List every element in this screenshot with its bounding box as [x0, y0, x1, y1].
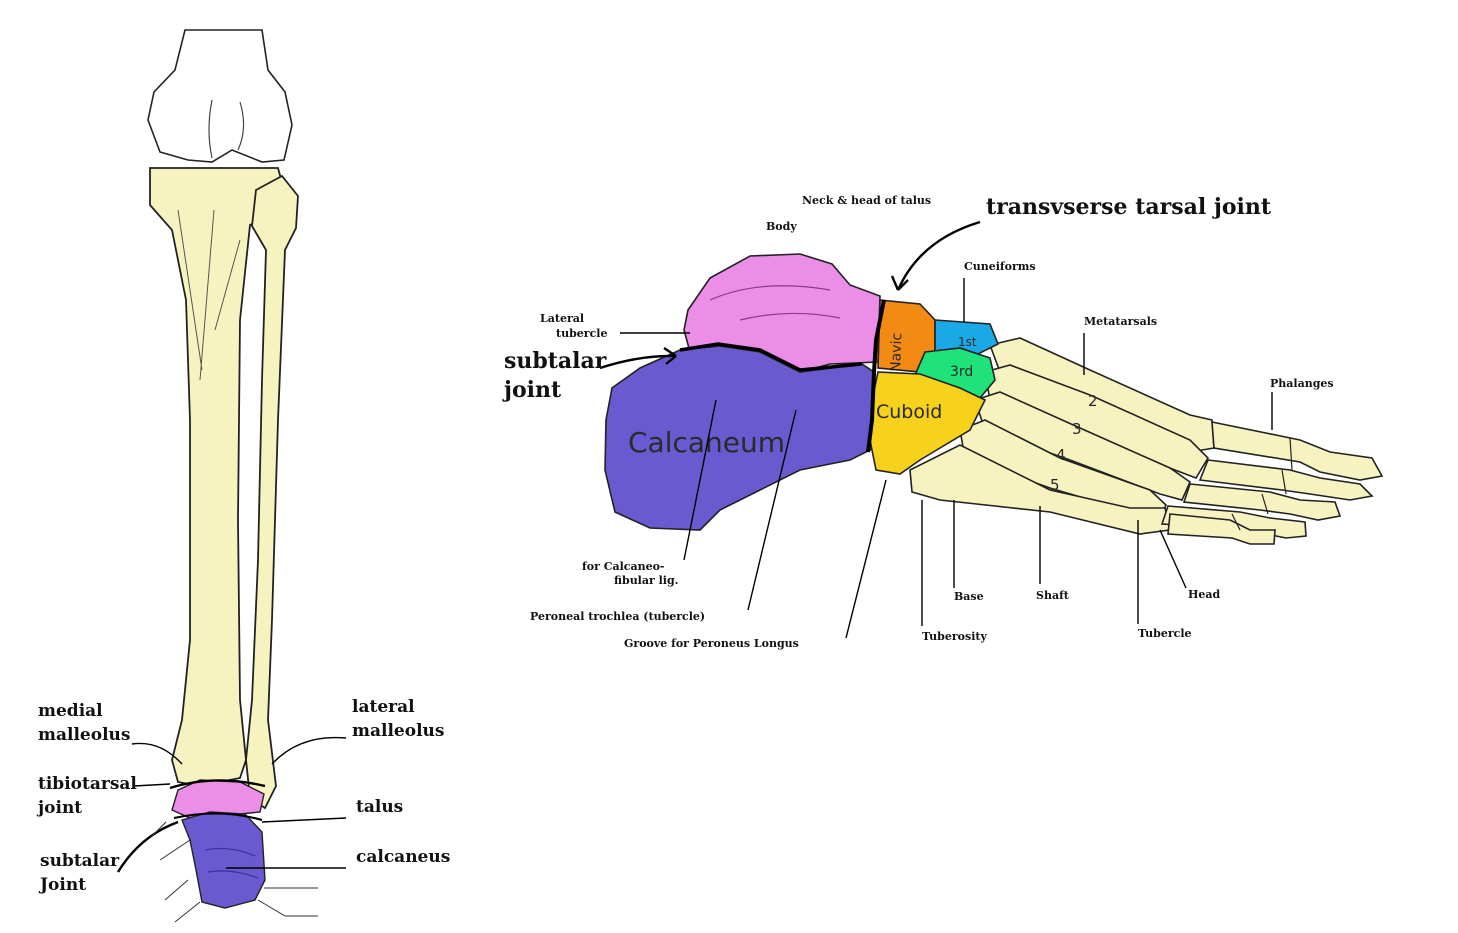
subtalar-leader [118, 822, 178, 872]
cuneiform-1-text: 1st [958, 335, 977, 349]
left-talus-label: talus [356, 797, 403, 817]
head-label: Head [1188, 588, 1221, 601]
for-calcaneo-label-2: fibular lig. [614, 574, 679, 587]
cuboid-text: Cuboid [876, 401, 942, 423]
right-foot-diagram: Calcaneum Navic 1st 3rd Cuboid 2 3 4 5 t… [502, 194, 1382, 650]
lateral-malleolus-label-2: malleolus [352, 721, 444, 741]
right-subtalar-label-1: subtalar [504, 348, 607, 374]
neck-head-talus-label: Neck & head of talus [802, 194, 931, 207]
left-calcaneus-label: calcaneus [356, 847, 450, 867]
navicular-text: Navic [888, 333, 905, 372]
cuneiforms-label: Cuneiforms [964, 260, 1036, 273]
tibiotarsal-leader [134, 784, 170, 786]
left-leg-diagram: medial malleolus tibiotarsal joint subta… [36, 30, 450, 922]
for-calcaneo-label-1: for Calcaneo- [582, 560, 664, 573]
peroneal-trochlea-label: Peroneal trochlea (tubercle) [530, 610, 705, 623]
lateral-tubercle-label-1: Lateral [540, 312, 584, 325]
calcaneum-text: Calcaneum [628, 426, 785, 459]
femur-condyles [148, 30, 292, 162]
groove-peroneus-leader [846, 480, 886, 638]
tuberosity-label: Tuberosity [922, 630, 987, 643]
transverse-tarsal-joint-label: transvserse tarsal joint [986, 194, 1272, 220]
metatarsal-number-2: 2 [1088, 392, 1098, 410]
cuneiform-3-text: 3rd [950, 364, 973, 380]
lateral-malleolus-leader [272, 738, 346, 764]
metatarsal-number-3: 3 [1072, 420, 1082, 438]
body-label: Body [766, 220, 797, 233]
shaft-label: Shaft [1036, 589, 1070, 602]
medial-malleolus-label-1: medial [38, 701, 103, 721]
metatarsals-label: Metatarsals [1084, 315, 1157, 328]
base-label: Base [954, 590, 984, 603]
left-calcaneus [182, 812, 265, 908]
fibula [246, 176, 298, 808]
metatarsal-number-4: 4 [1056, 446, 1066, 464]
talus-leader [262, 818, 346, 822]
metatarsal-number-5: 5 [1050, 476, 1060, 494]
head-leader [1160, 530, 1186, 588]
tibiotarsal-joint-label-1: tibiotarsal [38, 774, 137, 794]
left-subtalar-label-1: subtalar [40, 851, 120, 871]
left-subtalar-label-2: Joint [38, 875, 86, 895]
tibiotarsal-joint-label-2: joint [36, 798, 82, 818]
medial-malleolus-label-2: malleolus [38, 725, 130, 745]
transverse-tarsal-arrow [898, 222, 980, 290]
groove-peroneus-label: Groove for Peroneus Longus [624, 637, 799, 650]
phalanges-label: Phalanges [1270, 377, 1334, 390]
tubercle-label: Tubercle [1138, 627, 1192, 640]
lateral-tubercle-label-2: tubercle [556, 327, 607, 340]
right-subtalar-label-2: joint [502, 377, 562, 403]
lateral-malleolus-label-1: lateral [352, 697, 415, 717]
